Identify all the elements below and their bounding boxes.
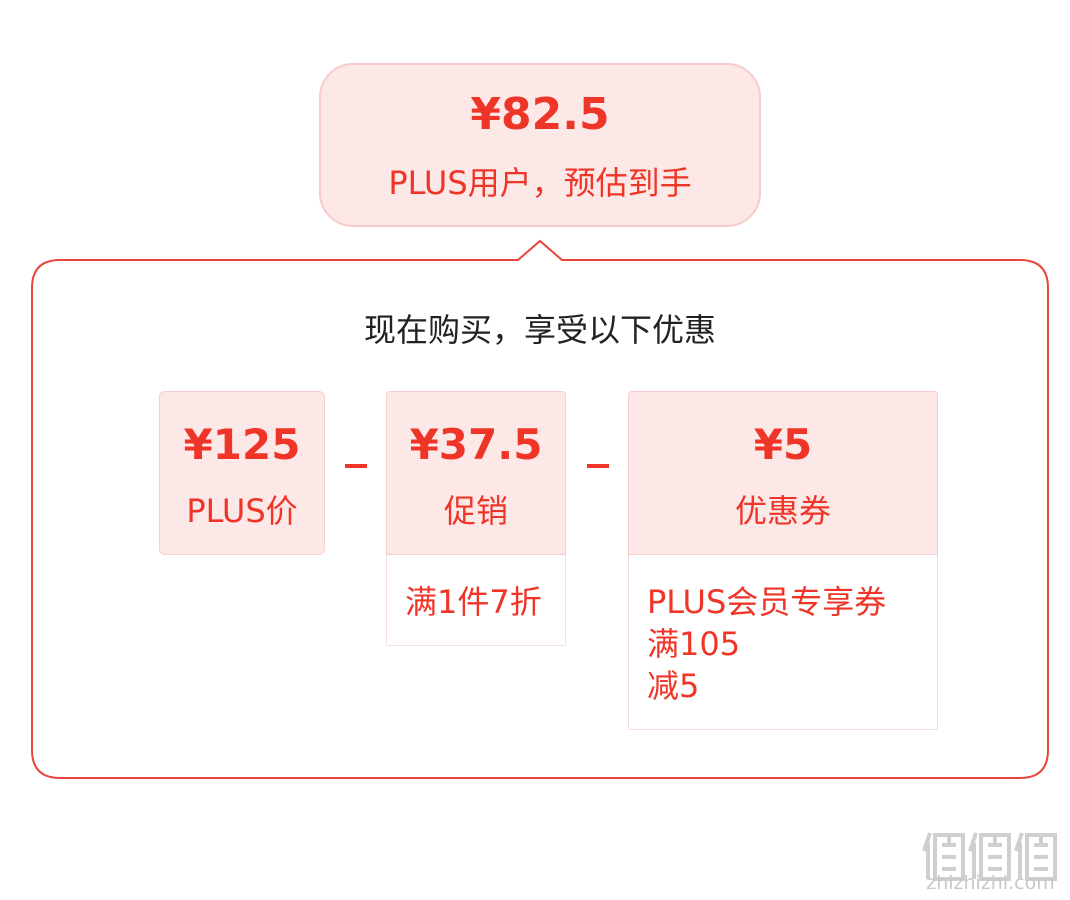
coupon-label: 优惠券 <box>734 492 831 530</box>
coupon-detail-line: PLUS会员专享券 <box>647 583 887 621</box>
minus-sign <box>345 464 367 468</box>
coupon-detail-line: 减5 <box>647 667 700 705</box>
plus-price-amount: ¥125 <box>183 420 301 469</box>
estimate-bubble: ¥82.5 PLUS用户，预估到手 <box>319 63 761 227</box>
promotion-detail: 满1件7折 <box>386 555 566 646</box>
watermark-text: zhizhizhi.com <box>926 872 1055 894</box>
coupon-detail: PLUS会员专享券 满105 减5 <box>628 555 938 730</box>
minus-sign <box>587 464 609 468</box>
estimate-label: PLUS用户，预估到手 <box>388 164 692 202</box>
discount-headline: 现在购买，享受以下优惠 <box>363 311 716 349</box>
promotion-amount: ¥37.5 <box>409 420 543 469</box>
promotion-box: ¥37.5 促销 <box>386 391 566 555</box>
coupon-box: ¥5 优惠券 <box>628 391 938 555</box>
estimate-price: ¥82.5 <box>470 89 610 140</box>
plus-price-label: PLUS价 <box>186 492 298 530</box>
coupon-detail-line: 满105 <box>647 625 741 663</box>
plus-price-box: ¥125 PLUS价 <box>159 391 325 555</box>
coupon-amount: ¥5 <box>753 420 813 469</box>
promotion-label: 促销 <box>443 492 508 530</box>
zhi-logo-icon <box>922 832 1057 881</box>
